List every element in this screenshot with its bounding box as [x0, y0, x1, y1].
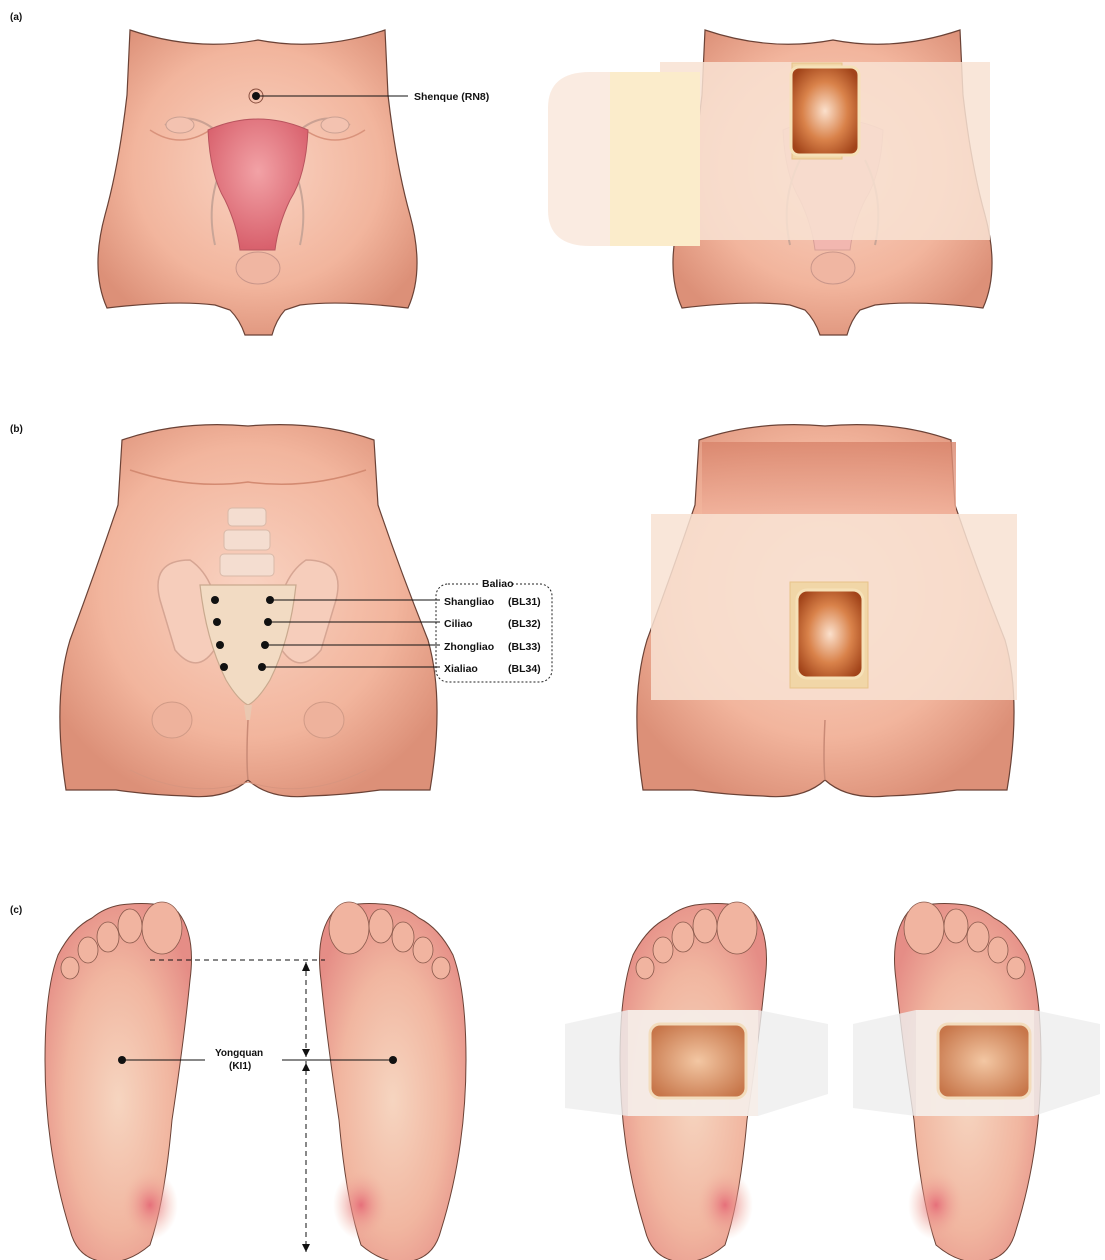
point-name-ciliao: Ciliao [444, 618, 473, 630]
point-name-shangliao: Shangliao [444, 596, 494, 608]
point-name-xialiao: Xialiao [444, 663, 478, 675]
panel-letter-a: (a) [10, 12, 22, 23]
foot-left-anatomy [45, 902, 192, 1260]
point-code-bl34: (BL34) [508, 663, 541, 675]
foot-right-anatomy [320, 902, 467, 1260]
back-torso-anatomy [60, 425, 440, 797]
yongquan-label-line2: (KI1) [229, 1061, 251, 1072]
shenque-label: Shenque (RN8) [414, 91, 489, 103]
panel-letter-c: (c) [10, 905, 22, 916]
point-code-bl31: (BL31) [508, 596, 541, 608]
abdominal-tape [548, 62, 990, 246]
foot-tape-left [565, 1010, 828, 1116]
navel-patch [791, 63, 859, 159]
point-code-bl32: (BL32) [508, 618, 541, 630]
point-name-zhongliao: Zhongliao [444, 641, 494, 653]
point-code-bl33: (BL33) [508, 641, 541, 653]
baliao-group-label: Baliao [482, 578, 514, 590]
foot-tape-right [853, 1010, 1100, 1116]
front-torso-anatomy [98, 30, 417, 335]
panel-letter-b: (b) [10, 424, 23, 435]
yongquan-label-line1: Yongquan [215, 1048, 263, 1059]
sacral-patch [790, 582, 868, 688]
